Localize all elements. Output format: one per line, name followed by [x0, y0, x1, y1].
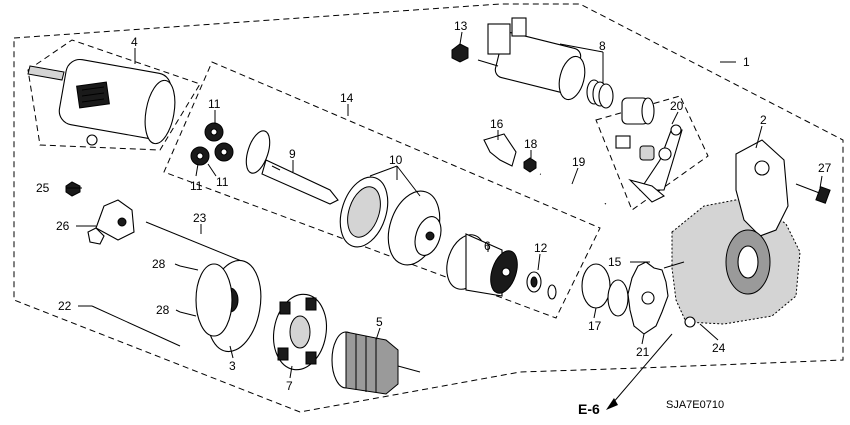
callout-13: 13: [454, 19, 468, 33]
part-10-internal-gear: [339, 176, 442, 266]
part-5-armature: [331, 331, 421, 395]
callout-18: 18: [524, 137, 538, 151]
callout-8: 8: [599, 39, 606, 53]
callout-28b: 28: [156, 303, 170, 317]
part-17-washer: [581, 263, 611, 309]
yoke-housing: [27, 58, 176, 146]
callout-10: 10: [389, 153, 403, 167]
part-19-shaft: [539, 172, 607, 205]
callout-15: 15: [608, 255, 622, 269]
part-9-planetary-shaft: [245, 130, 339, 205]
part-13-nut: [451, 43, 469, 63]
callout-24: 24: [712, 341, 726, 355]
callout-12: 12: [534, 241, 548, 255]
callout-11c: 11: [216, 175, 229, 189]
solenoid-group-outline: [595, 95, 709, 211]
callout-11b: 11: [190, 179, 203, 193]
leader-lines: [66, 31, 823, 379]
callout-22: 22: [58, 299, 72, 313]
callout-16: 16: [490, 117, 504, 131]
callout-2: 2: [760, 113, 767, 127]
callout-14: 14: [340, 91, 354, 105]
callout-17: 17: [588, 319, 602, 333]
callout-26: 26: [56, 219, 70, 233]
solenoid-body: [477, 17, 586, 101]
part-27-bolt: [795, 183, 831, 204]
armature-group-outline: [163, 61, 601, 319]
callout-21: 21: [636, 345, 650, 359]
part-20-shift-lever-set: [615, 124, 683, 203]
part-21-pinion-gear: [607, 261, 669, 335]
callout-1: 1: [743, 55, 750, 69]
reference-arrow: [606, 333, 673, 410]
diagram-code: SJA7E0710: [666, 399, 724, 411]
part-28-screws: [179, 265, 199, 317]
part-25-26-bracket: [65, 181, 135, 245]
part-2-front-housing: [663, 139, 801, 328]
part-12-bearing: [526, 271, 557, 300]
part-7-brush-holder: [273, 293, 327, 371]
part-11-planetary-gears: [190, 122, 234, 166]
part-6-overrunning-clutch: [446, 233, 518, 297]
part-18-nut: [523, 157, 537, 173]
callout-27: 27: [818, 161, 832, 175]
assembly-outline: [13, 3, 844, 413]
callout-6: 6: [484, 239, 491, 253]
callout-7: 7: [286, 379, 293, 393]
part-8-spring-plunger: [586, 79, 655, 125]
yoke-group-outline: [27, 39, 201, 151]
callout-23: 23: [193, 211, 207, 225]
part-23-through-bolt: [145, 221, 245, 263]
callout-11a: 11: [208, 97, 221, 111]
reference-label: E-6: [578, 401, 600, 417]
part-3-rear-cover: [195, 259, 262, 353]
callout-25: 25: [36, 181, 50, 195]
callout-20: 20: [670, 99, 684, 113]
part-16-holder: [483, 133, 517, 167]
callout-9: 9: [289, 147, 296, 161]
callout-5: 5: [376, 315, 383, 329]
callout-19: 19: [572, 155, 586, 169]
callout-4: 4: [131, 35, 138, 49]
callout-3: 3: [229, 359, 236, 373]
part-22-through-bolt: [91, 305, 181, 347]
callout-28a: 28: [152, 257, 166, 271]
